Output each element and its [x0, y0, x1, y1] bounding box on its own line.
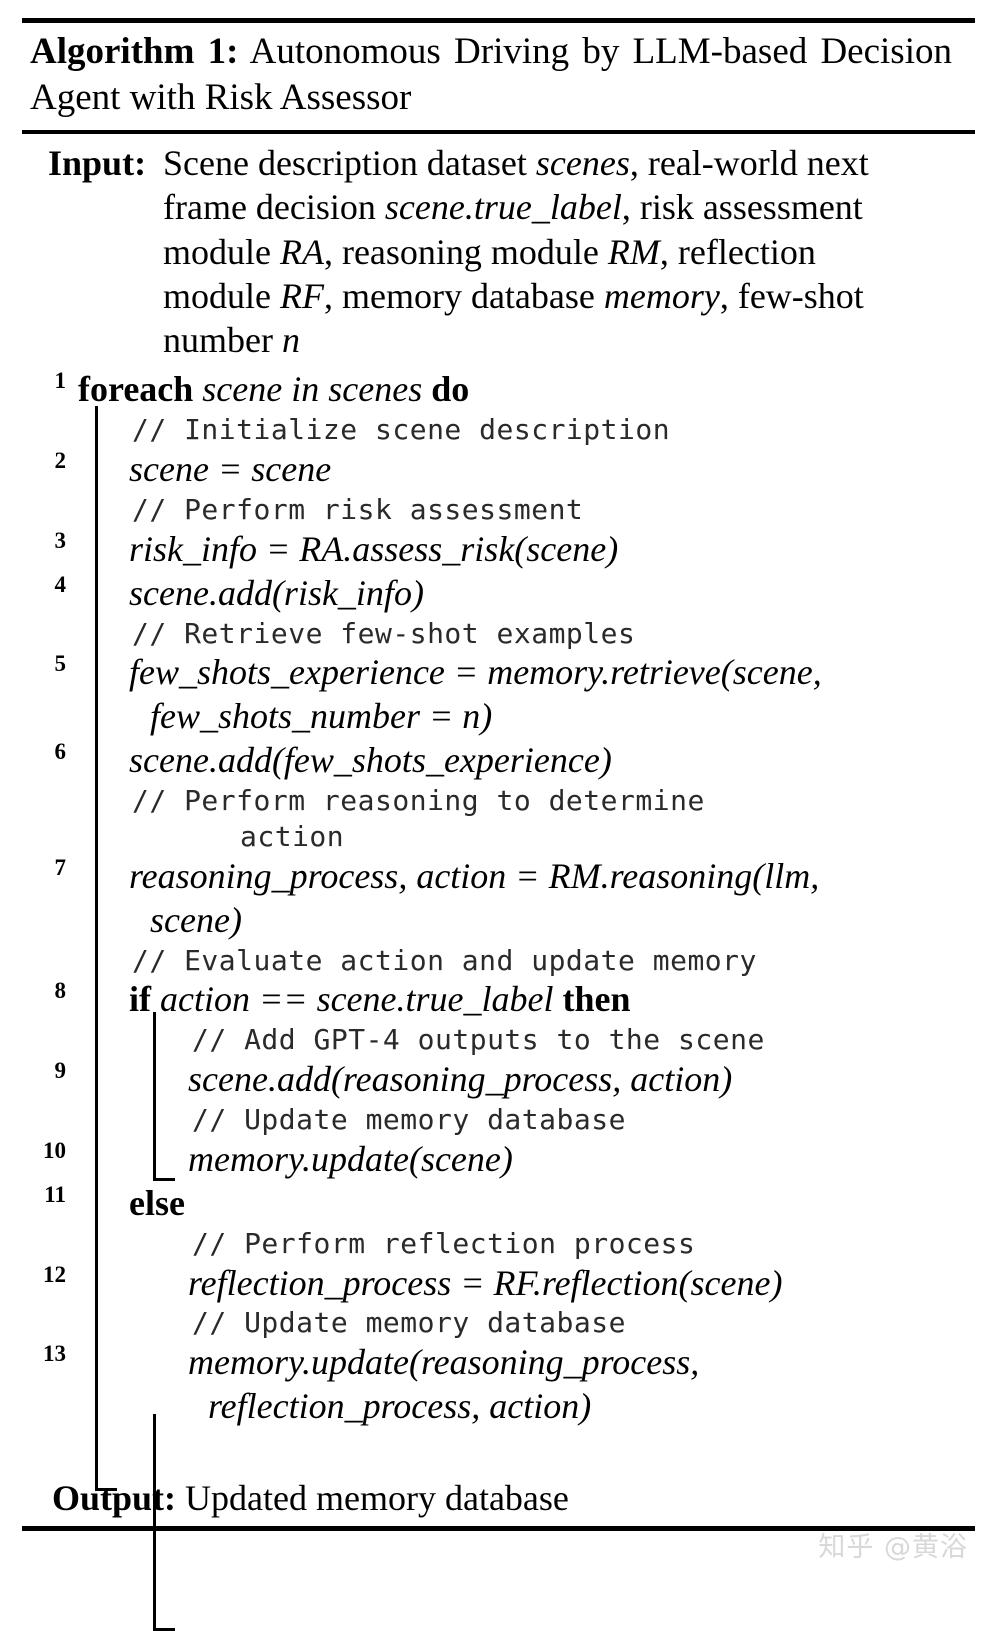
output-block: Output: Updated memory database — [22, 1473, 975, 1522]
line-2-code: scene = scene — [129, 449, 332, 490]
line-12-code: reflection_process = RF.reflection(scene… — [188, 1262, 783, 1303]
line-1-code: foreach scene in scenes do — [78, 368, 975, 412]
comment-text: // Initialize scene description — [132, 413, 671, 447]
line-number: 10 — [43, 1137, 66, 1163]
algorithm-block: Algorithm 1: Autonomous Driving by LLM-b… — [22, 18, 975, 1631]
line-13-code-continued: reflection_process, action) — [208, 1386, 592, 1427]
algorithm-comment-6: // Add GPT-4 outputs to the scene — [22, 1022, 975, 1058]
algorithm-line-10: 10 memory.update(scene) — [22, 1138, 975, 1182]
output-text: Updated memory database — [185, 1478, 569, 1519]
line-8-code: if action == scene.true_label then — [129, 978, 975, 1022]
line-number: 4 — [54, 571, 67, 597]
keyword-then: then — [562, 979, 631, 1020]
loop-nesting-rule — [95, 406, 117, 1492]
line-10-code: memory.update(scene) — [188, 1138, 513, 1179]
algorithm-comment-7: // Update memory database — [22, 1102, 975, 1138]
line-4-code: scene.add(risk_info) — [129, 572, 424, 613]
comment-text: // Perform risk assessment — [132, 492, 584, 526]
comment-text-continued: action — [240, 819, 345, 853]
else-branch-nesting-rule — [153, 1413, 175, 1631]
line-5-code: few_shots_experience = memory.retrieve(s… — [129, 652, 822, 693]
line-1-expression: scene in scenes — [202, 369, 423, 410]
line-5-code-continued: few_shots_number = n) — [150, 696, 493, 737]
line-number: 2 — [54, 448, 67, 474]
watermark: 知乎 @黄浴 — [818, 1532, 968, 1563]
line-7-code-continued: scene) — [150, 899, 242, 940]
keyword-if: if — [129, 979, 151, 1020]
algorithm-line-13: 13 memory.update(reasoning_process, refl… — [22, 1341, 975, 1429]
algorithm-line-3: 3 risk_info = RA.assess_risk(scene) — [22, 528, 975, 572]
line-number: 5 — [54, 651, 67, 677]
algorithm-title: Autonomous Driving by LLM-based Decision… — [30, 31, 952, 118]
algorithm-line-11: 11 else — [22, 1181, 975, 1631]
algorithm-comment-4: // Perform reasoning to determine action — [22, 783, 975, 855]
input-block: Input: Scene description dataset scenes,… — [22, 134, 975, 366]
keyword-foreach: foreach — [78, 369, 194, 410]
algorithm-line-6: 6 scene.add(few_shots_experience) — [22, 739, 975, 783]
algorithm-label: Algorithm 1: — [30, 31, 239, 72]
comment-text: // Update memory database — [192, 1103, 626, 1137]
line-number: 11 — [44, 1181, 66, 1207]
algorithm-line-9: 9 scene.add(reasoning_process, action) — [22, 1058, 975, 1102]
algorithm-comment-1: // Initialize scene description — [22, 412, 975, 448]
comment-text: // Evaluate action and update memory — [132, 943, 757, 977]
algorithm-comment-5: // Evaluate action and update memory — [22, 943, 975, 979]
line-number: 6 — [54, 739, 67, 765]
comment-text: // Retrieve few-shot examples — [132, 616, 636, 650]
line-number: 7 — [54, 854, 67, 880]
line-3-code: risk_info = RA.assess_risk(scene) — [129, 528, 619, 569]
algorithm-comment-2: // Perform risk assessment — [22, 492, 975, 528]
algorithm-caption: Algorithm 1: Autonomous Driving by LLM-b… — [22, 23, 952, 128]
comment-text: // Update memory database — [192, 1306, 626, 1340]
line-6-code: scene.add(few_shots_experience) — [129, 740, 612, 781]
line-9-code: scene.add(reasoning_process, action) — [188, 1059, 733, 1100]
algorithm-line-1: 1 foreach scene in scenes do — [22, 368, 975, 412]
keyword-do: do — [431, 369, 470, 410]
line-7-code: reasoning_process, action = RM.reasoning… — [129, 855, 820, 896]
algorithm-line-12: 12 reflection_process = RF.reflection(sc… — [22, 1262, 975, 1306]
line-number: 3 — [54, 527, 67, 553]
input-label: Input: — [48, 143, 147, 183]
algorithm-line-4: 4 scene.add(risk_info) — [22, 572, 975, 616]
line-number: 9 — [54, 1058, 67, 1084]
algorithm-comment-8: // Perform reflection process — [22, 1226, 975, 1262]
bottom-rule — [22, 1526, 975, 1532]
input-text: Scene description dataset scenes, real-w… — [163, 143, 869, 361]
caption-rule — [22, 130, 975, 134]
if-branch-nesting-rule — [153, 1012, 175, 1182]
algorithm-body: 1 foreach scene in scenes do // Initiali… — [22, 366, 975, 1631]
algorithm-line-7: 7 reasoning_process, action = RM.reasoni… — [22, 855, 975, 943]
algorithm-line-8: 8 if action == scene.true_label then — [22, 978, 975, 1182]
line-13-code: memory.update(reasoning_process, — [188, 1342, 700, 1383]
comment-text: // Perform reasoning to determine — [132, 784, 705, 818]
output-label: Output: — [52, 1478, 177, 1519]
top-rule — [22, 18, 975, 23]
comment-text: // Perform reflection process — [192, 1226, 696, 1260]
line-number: 12 — [43, 1261, 66, 1287]
algorithm-line-2: 2 scene = scene — [22, 448, 975, 492]
line-8-condition: action == scene.true_label — [160, 979, 554, 1020]
line-number: 1 — [54, 368, 67, 394]
line-number: 8 — [54, 978, 67, 1004]
algorithm-line-5: 5 few_shots_experience = memory.retrieve… — [22, 651, 975, 739]
line-number: 13 — [43, 1341, 66, 1367]
keyword-else: else — [129, 1182, 185, 1223]
line-11-code: else — [129, 1182, 975, 1226]
algorithm-comment-9: // Update memory database — [22, 1305, 975, 1341]
comment-text: // Add GPT-4 outputs to the scene — [192, 1023, 765, 1057]
algorithm-comment-3: // Retrieve few-shot examples — [22, 616, 975, 652]
